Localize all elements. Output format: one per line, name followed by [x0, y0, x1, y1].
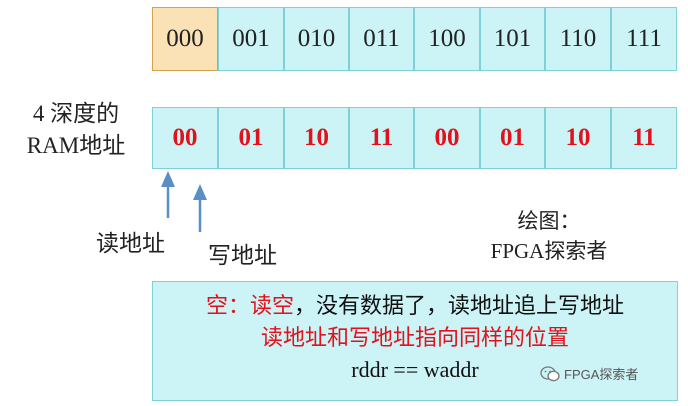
watermark-text: FPGA探索者 [564, 367, 639, 382]
ram-address-cell-3: 11 [349, 107, 414, 169]
ram-address-cell-0: 00 [152, 107, 218, 169]
note-condition-formula: rddr == waddr [351, 357, 479, 382]
ram-address-cell-7: 11 [611, 107, 677, 169]
credit-line2: FPGA探索者 [490, 239, 608, 263]
read-address-label: 读地址 [96, 231, 165, 256]
note-line1-rest: ，没有数据了，读地址追上写地址 [294, 293, 625, 318]
empty-condition-note: 空：读空，没有数据了，读地址追上写地址 读地址和写地址指向同样的位置 rddr … [152, 281, 678, 401]
credit-text: 绘图： FPGA探索者 [484, 206, 614, 266]
pointer-bit-cell-0: 000 [152, 7, 218, 71]
pointer-bit-cell-2: 010 [284, 7, 349, 71]
wechat-icon [540, 365, 560, 381]
pointer-bit-cell-4: 100 [414, 7, 480, 71]
note-line2: 读地址和写地址指向同样的位置 [260, 325, 569, 350]
ram-address-cell-5: 01 [480, 107, 545, 169]
ram-depth-label: 4 深度的 RAM地址 [6, 98, 146, 162]
write-address-label: 写地址 [208, 243, 277, 268]
pointer-bit-cell-3: 011 [349, 7, 414, 71]
note-empty-keyword: 空：读空 [205, 293, 294, 318]
ram-address-cell-2: 10 [284, 107, 349, 169]
pointer-bit-cell-7: 111 [611, 7, 677, 71]
pointer-bit-cell-5: 101 [480, 7, 545, 71]
credit-line1: 绘图： [517, 209, 581, 233]
write-pointer-arrow [193, 184, 207, 232]
watermark: FPGA探索者 [540, 364, 638, 383]
ram-address-cell-1: 01 [218, 107, 284, 169]
ram-depth-label-line2: RAM地址 [26, 133, 126, 158]
read-pointer-arrow [161, 171, 175, 218]
ram-address-cell-4: 00 [414, 107, 480, 169]
pointer-bit-cell-6: 110 [545, 7, 611, 71]
ram-depth-label-line1: 4 深度的 [32, 101, 120, 126]
ram-address-cell-6: 10 [545, 107, 611, 169]
pointer-bit-cell-1: 001 [218, 7, 284, 71]
note-line1: 空：读空，没有数据了，读地址追上写地址 [153, 290, 677, 322]
